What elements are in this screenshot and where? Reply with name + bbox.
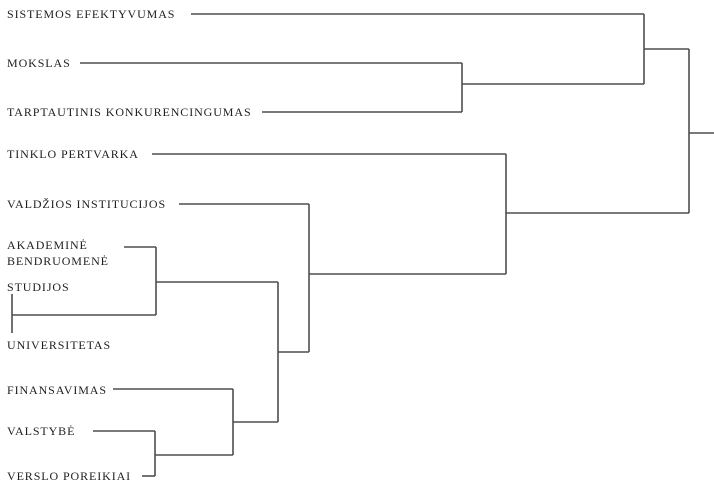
leaf-label-studijos: STUDIJOS: [7, 280, 70, 294]
leaf-label-universitetas: UNIVERSITETAS: [7, 338, 112, 352]
leaf-label-tinklo-pertvarka: TINKLO PERTVARKA: [7, 147, 139, 161]
leaf-label-valdzios-institucijos: VALDŽIOS INSTITUCIJOS: [7, 197, 167, 211]
leaf-label-sistemos-efektyvumas: SISTEMOS EFEKTYVUMAS: [7, 7, 176, 21]
leaf-label-tarptautinis-konkurencingumas: TARPTAUTINIS KONKURENCINGUMAS: [7, 105, 252, 119]
leaf-label-verslo-poreikiai: VERSLO POREIKIAI: [7, 469, 132, 483]
leaf-label-akademine-bendruomene: AKADEMINĖ BENDRUOMENĖ: [7, 238, 109, 268]
leaf-label-valstybe: VALSTYBĖ: [7, 424, 76, 438]
leaf-label-finansavimas: FINANSAVIMAS: [7, 383, 107, 397]
leaf-label-mokslas: MOKSLAS: [7, 56, 71, 70]
